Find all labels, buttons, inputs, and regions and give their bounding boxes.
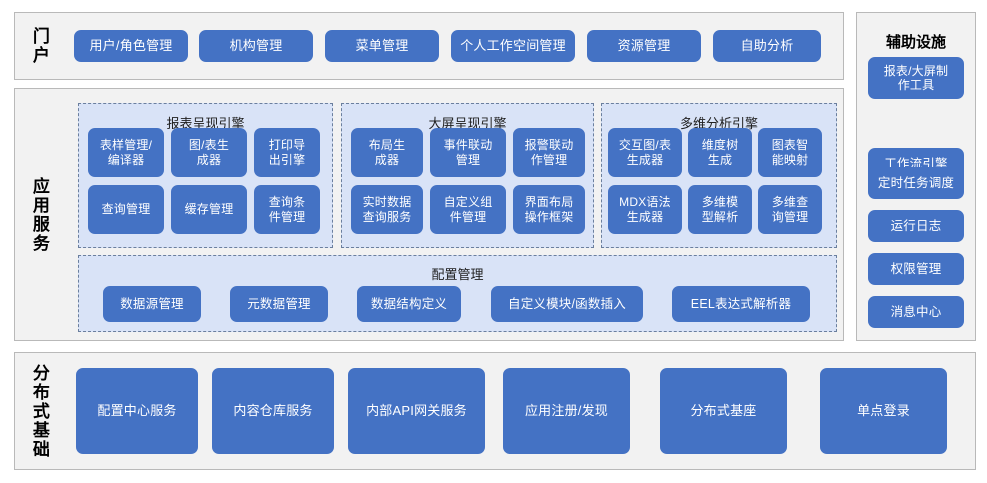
engine-olap-analysis-title: 多维分析引擎: [679, 116, 758, 131]
aux-item-runtime-log[interactable]: 运行日志: [868, 210, 964, 242]
portal-item-menu[interactable]: 菜单管理: [325, 30, 439, 62]
report-item-print-export-engine[interactable]: 打印导 出引擎: [254, 128, 320, 177]
report-item-template-compiler[interactable]: 表样管理/ 编译器: [88, 128, 164, 177]
aux-item-permission-management[interactable]: 权限管理: [868, 253, 964, 285]
report-item-cache-management[interactable]: 缓存管理: [171, 185, 247, 234]
engine-bigscreen-render-title: 大屏呈现引擎: [428, 116, 507, 131]
aux-item-report-bigscreen-authoring-tool[interactable]: 报表/大屏制 作工具: [868, 57, 964, 99]
infra-item-single-sign-on[interactable]: 单点登录: [820, 368, 947, 454]
portal-band-label: 门户: [29, 27, 49, 65]
portal-item-self-analysis[interactable]: 自助分析: [713, 30, 821, 62]
report-item-query-condition-management[interactable]: 查询条 件管理: [254, 185, 320, 234]
engine-report-render-title: 报表呈现引擎: [166, 116, 245, 131]
infrastructure-band-label: 分布式基础: [29, 363, 49, 459]
config-item-data-structure-definition[interactable]: 数据结构定义: [357, 286, 461, 322]
bigscreen-item-layout-generator[interactable]: 布局生 成器: [351, 128, 423, 177]
portal-item-user-role[interactable]: 用户/角色管理: [74, 30, 188, 62]
portal-item-org[interactable]: 机构管理: [199, 30, 313, 62]
config-item-datasource-management[interactable]: 数据源管理: [103, 286, 201, 322]
app-service-band-label: 应用服务: [29, 177, 49, 253]
report-item-chart-table-generator[interactable]: 图/表生 成器: [171, 128, 247, 177]
config-item-custom-module-function-insert[interactable]: 自定义模块/函数插入: [491, 286, 643, 322]
infra-item-app-registration-discovery[interactable]: 应用注册/发现: [503, 368, 630, 454]
infra-item-content-repository-service[interactable]: 内容仓库服务: [212, 368, 334, 454]
olap-item-dimension-tree-generation[interactable]: 维度树 生成: [688, 128, 752, 177]
portal-item-workspace[interactable]: 个人工作空间管理: [451, 30, 575, 62]
bigscreen-item-realtime-data-query-service[interactable]: 实时数据 查询服务: [351, 185, 423, 234]
bigscreen-item-alarm-linkage-action-management[interactable]: 报警联动 作管理: [513, 128, 585, 177]
aux-facilities-title: 辅助设施: [885, 34, 946, 51]
bigscreen-item-custom-component-management[interactable]: 自定义组 件管理: [430, 185, 506, 234]
olap-item-mdx-syntax-generator[interactable]: MDX语法 生成器: [608, 185, 682, 234]
infra-item-config-center-service[interactable]: 配置中心服务: [76, 368, 198, 454]
portal-item-resource[interactable]: 资源管理: [587, 30, 701, 62]
bigscreen-item-ui-layout-operation-framework[interactable]: 界面布局 操作框架: [513, 185, 585, 234]
aux-item-scheduled-task-scheduler[interactable]: 定时任务调度: [868, 167, 964, 199]
olap-item-multidim-model-parsing[interactable]: 多维模 型解析: [688, 185, 752, 234]
config-item-metadata-management[interactable]: 元数据管理: [230, 286, 328, 322]
infra-item-distributed-base[interactable]: 分布式基座: [660, 368, 787, 454]
olap-item-multidim-query-management[interactable]: 多维查 询管理: [758, 185, 822, 234]
infra-item-internal-api-gateway-service[interactable]: 内部API网关服务: [348, 368, 485, 454]
report-item-query-management[interactable]: 查询管理: [88, 185, 164, 234]
bigscreen-item-event-linkage-management[interactable]: 事件联动 管理: [430, 128, 506, 177]
config-item-eel-expression-parser[interactable]: EEL表达式解析器: [672, 286, 810, 322]
olap-item-chart-smart-mapping[interactable]: 图表智 能映射: [758, 128, 822, 177]
olap-item-interactive-chart-table-generator[interactable]: 交互图/表 生成器: [608, 128, 682, 177]
config-management-title: 配置管理: [431, 267, 484, 282]
aux-item-message-center[interactable]: 消息中心: [868, 296, 964, 328]
